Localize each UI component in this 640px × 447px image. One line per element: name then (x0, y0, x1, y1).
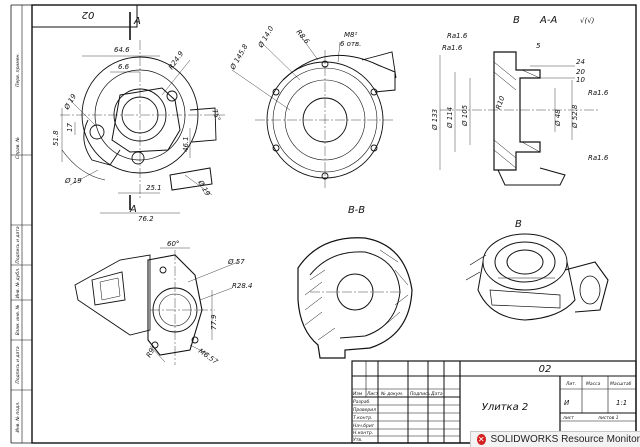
cut-mark-a-top: A (133, 16, 141, 27)
dim-d52-8: Ø 52.8 (571, 104, 579, 129)
dim-angle-75: 75° (210, 108, 222, 122)
ra-1: Ra1.6 (447, 32, 468, 40)
tb-header-masshtab: Масштаб (610, 381, 632, 387)
strip-label: Справ. № (15, 137, 21, 159)
part-name: Улитка 2 (482, 402, 529, 413)
dim-r28-4: R28.4 (232, 282, 252, 290)
dim-angle-60: 60° (167, 240, 179, 248)
flange-view (74, 247, 239, 365)
strip-label: Взам. инв. № (15, 304, 21, 335)
dim-76-2: 76.2 (138, 215, 154, 223)
dim-20: 20 (576, 68, 585, 76)
strip-label: Подпись и дата (15, 226, 21, 264)
tb-header-sign: Подпись (410, 391, 431, 397)
strip-label: Перв. примен. (15, 53, 21, 87)
section-b-b-label: B-B (348, 205, 365, 216)
tb-header-izm: Изм (353, 391, 363, 397)
solidworks-resource-monitor-notification[interactable]: ✕ SOLIDWORKS Resource Monitor (470, 431, 640, 447)
dim-64-6: 64.6 (114, 46, 130, 54)
tb-role: Утв. (353, 437, 362, 443)
strip-label: Инв. № подл. (15, 401, 21, 432)
dim-17: 17 (66, 123, 74, 132)
dim-d19-b: Ø 19 (64, 177, 82, 185)
dim-25-1: 25.1 (146, 184, 162, 192)
drawing-code-titleblock: 02 (539, 364, 552, 375)
tb-role: Проверил (353, 407, 376, 413)
strip-label: Подпись и дата (15, 346, 21, 384)
top-view (231, 34, 397, 190)
sheet-frame (31, 4, 637, 444)
scale: 1:1 (616, 399, 627, 407)
tb-sheets: листов 1 (597, 415, 619, 421)
tb-role: Разраб. (353, 399, 371, 405)
dim-r9: R9 (145, 346, 157, 359)
section-b-b (297, 237, 413, 359)
dim-77-9: 77.9 (210, 314, 218, 330)
ra-3: Ra1.6 (588, 89, 609, 97)
tb-header-mass: Масса (586, 381, 601, 387)
dim-5: 5 (536, 42, 541, 50)
view-b-iso (465, 233, 609, 321)
view-b-label: B (515, 219, 522, 230)
title-block (351, 360, 637, 444)
drawing-code-top: 02 (82, 9, 95, 20)
dim-m8: M8² (344, 31, 357, 39)
tb-header-lit: Лит. (565, 381, 576, 387)
view-b-top-label: B (513, 15, 520, 26)
section-a-a (439, 51, 600, 186)
section-a-a-label: A-A (539, 15, 557, 26)
stage-letter: И (564, 399, 570, 407)
dim-d105: Ø 105 (461, 104, 469, 127)
dim-51-8: 51.8 (52, 130, 60, 146)
roughness-general: √(√) (580, 17, 595, 25)
tb-header-doc: № докум. (380, 391, 403, 397)
dim-6-6: 6.6 (118, 63, 130, 71)
ra-4: Ra1.6 (588, 154, 609, 162)
ra-2: Ra1.6 (442, 44, 463, 52)
tb-sheet: лист (562, 416, 574, 421)
dim-m8-holes: 6 отв. (340, 40, 361, 48)
tb-header-date: Дата (430, 391, 443, 397)
dim-10: 10 (576, 76, 585, 84)
front-view (60, 12, 225, 214)
tb-role: Т.контр. (353, 415, 373, 421)
solidworks-logo-icon: ✕ (477, 434, 486, 445)
cut-mark-a-bottom: A (129, 204, 137, 215)
dim-d48: Ø 48 (554, 109, 562, 127)
dim-d114: Ø 114 (446, 107, 454, 129)
notification-app-name: SOLIDWORKS Resource Monitor (490, 434, 640, 445)
tb-header-list: Лист (366, 391, 379, 397)
dim-d57: Ø 57 (227, 258, 245, 266)
strip-label: Инв. № дубл. (15, 268, 21, 299)
tb-role: Нач.бриг (353, 423, 375, 429)
code-box (31, 4, 138, 28)
dim-d133: Ø 133 (431, 109, 439, 131)
tb-role: Н.контр. (353, 430, 373, 436)
dim-24: 24 (576, 58, 585, 66)
dim-46-1: 46.1 (182, 136, 190, 152)
